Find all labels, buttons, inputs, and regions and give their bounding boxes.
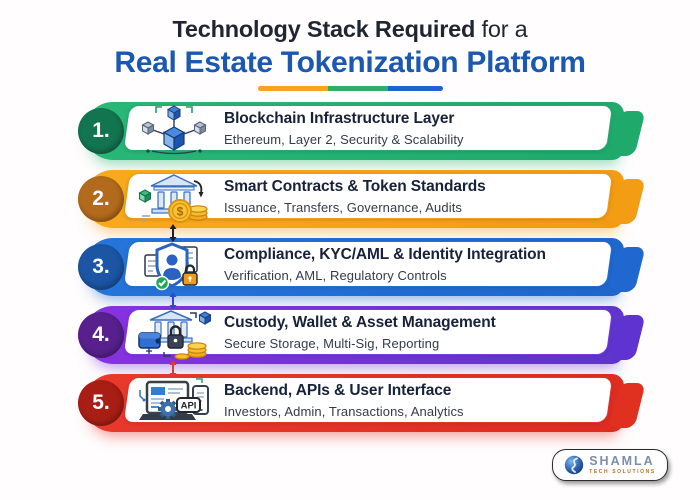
step-title: Blockchain Infrastructure Layer [224,110,455,127]
step-row-backend: 5. [78,374,646,432]
shield-identity-icon [134,240,214,294]
step-title: Custody, Wallet & Asset Management [224,314,496,331]
step-text-block: Smart Contracts & Token Standards Issuan… [224,178,600,215]
svg-text:API: API [181,401,197,412]
step-text-block: Backend, APIs & User Interface Investors… [224,382,600,419]
title-line-1: Technology Stack Required for a [0,16,700,43]
laptop-api-icon: API [134,376,214,430]
connector-arrow-icon [166,360,180,378]
title-line-1-rest: for a [475,16,528,42]
title-underline [257,86,443,91]
step-number-badge: 4. [78,312,124,358]
shamla-tech-logo: SHAMLA TECH SOLUTIONS [552,449,668,481]
svg-text:$: $ [177,205,184,219]
step-text-block: Blockchain Infrastructure Layer Ethereum… [224,110,600,147]
step-title: Smart Contracts & Token Standards [224,178,486,195]
step-subtitle: Investors, Admin, Transactions, Analytic… [224,404,464,419]
step-row-compliance: 3. [78,238,646,296]
underline-orange-segment [257,86,328,91]
underline-blue-segment [387,86,443,91]
step-text-block: Custody, Wallet & Asset Management Secur… [224,314,600,351]
custody-wallet-icon [134,308,214,362]
step-title: Compliance, KYC/AML & Identity Integrati… [224,246,546,263]
connector-arrow-icon [166,292,180,310]
step-number-badge: 3. [78,244,124,290]
step-subtitle: Secure Storage, Multi-Sig, Reporting [224,336,440,351]
bank-coins-icon: $ [134,172,214,226]
step-number-badge: 2. [78,176,124,222]
title-line-1-bold: Technology Stack Required [172,16,476,42]
connector-arrow-icon [166,224,180,242]
blockchain-cubes-icon [134,104,214,158]
shamla-sphere-icon [564,455,584,475]
step-title: Backend, APIs & User Interface [224,382,452,399]
step-row-smart-contracts: 2. [78,170,646,228]
logo-tagline: TECH SOLUTIONS [589,468,656,475]
logo-text-block: SHAMLA TECH SOLUTIONS [589,455,656,475]
step-text-block: Compliance, KYC/AML & Identity Integrati… [224,246,600,283]
step-number-badge: 5. [78,380,124,426]
step-row-custody: 4. [78,306,646,364]
title-line-2: Real Estate Tokenization Platform [114,46,586,79]
step-subtitle: Verification, AML, Regulatory Controls [224,268,447,283]
underline-green-segment [327,86,388,91]
step-subtitle: Ethereum, Layer 2, Security & Scalabilit… [224,132,464,147]
logo-name: SHAMLA [589,454,655,469]
step-subtitle: Issuance, Transfers, Governance, Audits [224,200,463,215]
step-row-blockchain: 1. [78,102,646,160]
page-header: Technology Stack Required for a Real Est… [0,16,700,91]
step-number-badge: 1. [78,108,124,154]
